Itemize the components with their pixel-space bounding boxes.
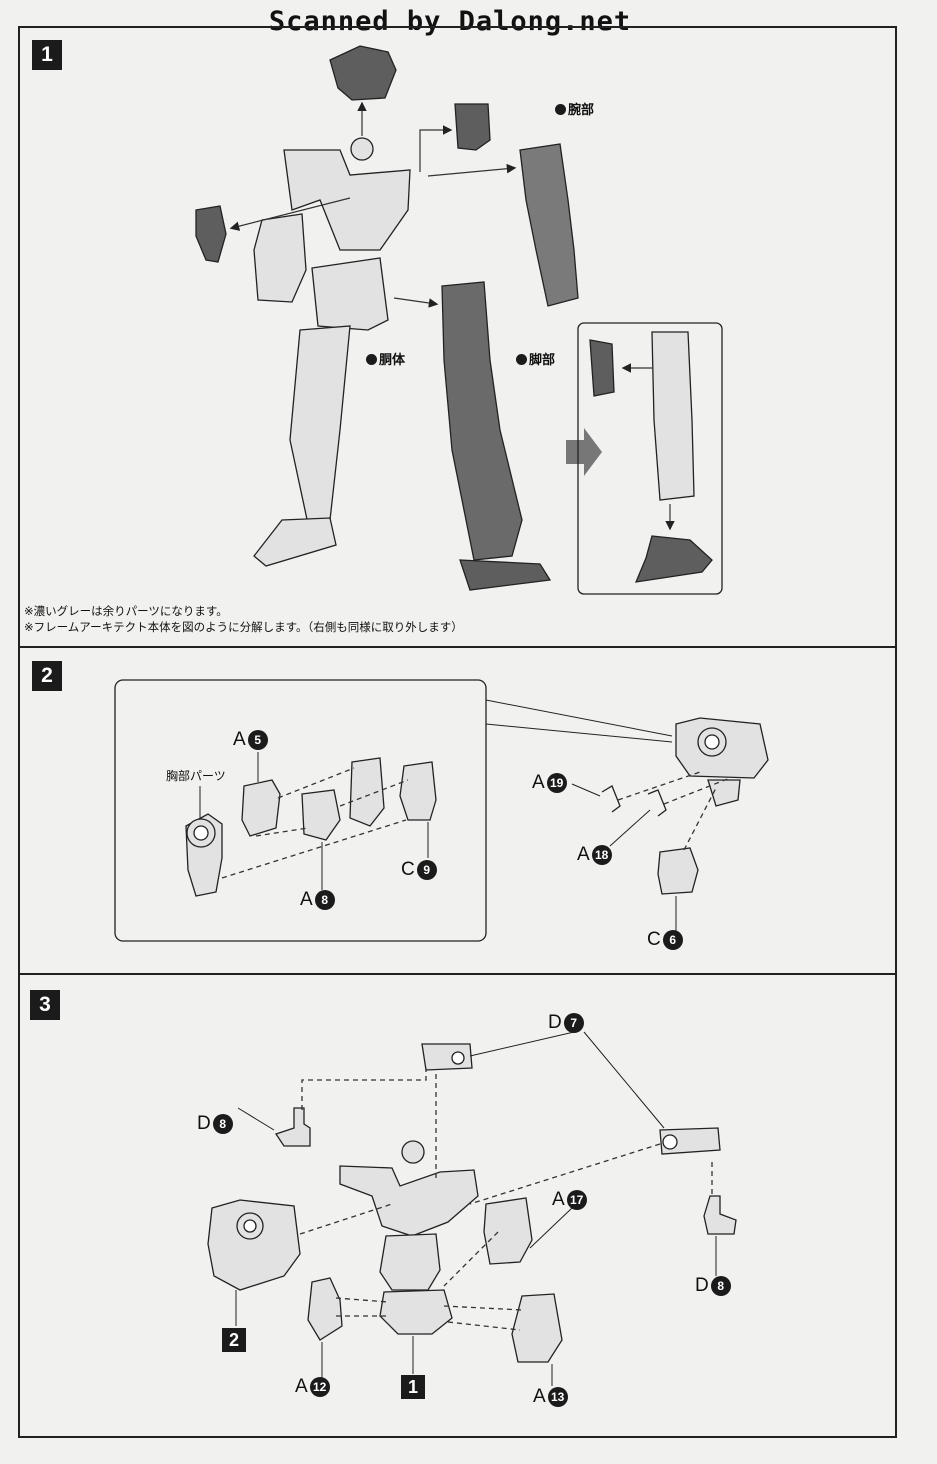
step-3-number: 3 [30, 990, 60, 1020]
step-1-number: 1 [32, 40, 62, 70]
step-divider-1 [18, 646, 897, 648]
watermark: Scanned by Dalong.net [268, 6, 632, 37]
chest-parts-label: 胸部パーツ [166, 769, 226, 783]
step-2-number: 2 [32, 661, 62, 691]
torso-label: 胴体 [366, 349, 405, 368]
instruction-frame [18, 26, 897, 1438]
ref-step-1-badge: 1 [401, 1375, 425, 1399]
note-spare-parts: ※濃いグレーは余りパーツになります。 [24, 604, 228, 618]
arm-label: 腕部 [555, 99, 594, 118]
leg-label: 脚部 [516, 349, 555, 368]
ref-step-2-badge: 2 [222, 1328, 246, 1352]
step-divider-2 [18, 973, 897, 975]
note-disassemble: ※フレームアーキテクト本体を図のように分解します。（右側も同様に取り外します） [24, 620, 463, 634]
